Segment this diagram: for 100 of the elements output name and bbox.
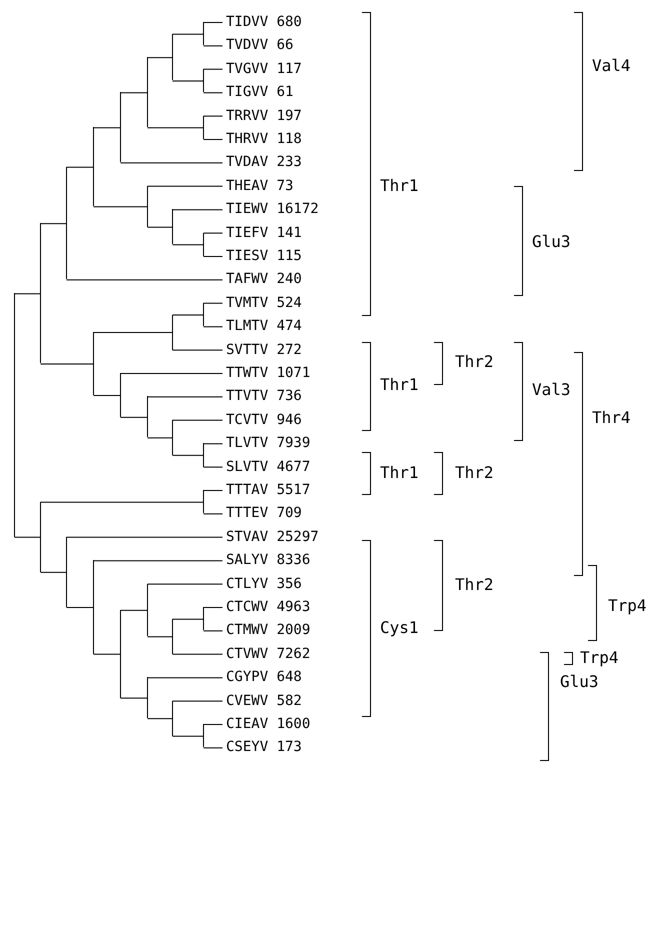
sequence-label: CGYPV 648 (226, 667, 302, 688)
branch-line (203, 232, 223, 234)
group-label: Thr1 (380, 463, 419, 483)
branch-line (172, 209, 223, 210)
sequence-label: TAFWV 240 (226, 269, 302, 290)
group-label: Val3 (532, 380, 571, 400)
group-label: Glu3 (532, 232, 571, 252)
branch-line (147, 127, 204, 128)
sequence-label: CTMWV 2009 (226, 620, 310, 640)
branch-line (203, 724, 223, 725)
branch-line (120, 610, 148, 611)
branch-line (203, 92, 223, 94)
branch-line (203, 747, 223, 748)
branch-line (172, 34, 204, 35)
sequence-label: SVTTV 272 (226, 340, 302, 360)
sequence-label: TTTAV 5517 (226, 480, 310, 500)
branch-line (40, 572, 67, 573)
branch-line (147, 226, 173, 228)
branch-line (172, 350, 223, 351)
branch-line (203, 68, 223, 70)
sequence-label: TVDAV 233 (226, 152, 302, 172)
sequence-label: SALYV 8336 (226, 550, 310, 570)
sequence-label: CSEYV 173 (226, 737, 302, 758)
group-label: Thr2 (455, 463, 494, 483)
branch-line (147, 636, 173, 638)
branch-line (147, 186, 223, 187)
branch-line (172, 80, 204, 82)
branch-line (203, 139, 223, 140)
sequence-label: TLMTV 474 (226, 316, 302, 336)
branch-line (147, 396, 223, 398)
sequence-label: TTWTV 1071 (226, 363, 310, 383)
branch-line (14, 536, 41, 538)
branch-line (203, 22, 223, 23)
group-label: Cys1 (380, 618, 419, 638)
branch-line (203, 302, 223, 304)
sequence-label: TIEFV 141 (226, 222, 302, 243)
branch-line (147, 718, 173, 720)
branch-line (93, 654, 121, 655)
branch-line (147, 584, 223, 585)
branch-line (203, 630, 223, 632)
branch-line (172, 244, 204, 246)
branch-line (120, 373, 223, 374)
branch-line (120, 416, 148, 418)
sequence-label: CTLYV 356 (226, 574, 302, 594)
group-label: Thr1 (380, 176, 419, 196)
sequence-label: TTTEV 709 (226, 503, 302, 524)
branch-line (172, 654, 223, 655)
group-label: Trp4 (580, 648, 619, 668)
branch-line (147, 677, 223, 678)
branch-line (172, 454, 204, 456)
sequence-label: TVDVV 66 (226, 35, 294, 56)
group-label: Thr1 (380, 375, 419, 395)
branch-line (203, 326, 223, 328)
sequence-label: SLVTV 4677 (226, 456, 310, 477)
sequence-label: TIDVV 680 (226, 12, 302, 32)
branch-line (66, 607, 94, 608)
sequence-label: TRRVV 197 (226, 106, 302, 126)
branch-line (93, 394, 121, 396)
branch-line (172, 618, 204, 620)
branch-line (147, 57, 173, 58)
branch-line (172, 736, 204, 737)
branch-line (172, 314, 204, 316)
branch-line (172, 700, 223, 702)
sequence-label: TIESV 115 (226, 246, 302, 266)
sequence-label: CVEWV 582 (226, 690, 302, 711)
sequence-label: CIEAV 1600 (226, 714, 310, 734)
branch-line (66, 279, 223, 280)
sequence-label: STVAV 25297 (226, 526, 319, 547)
branch-line (203, 116, 223, 117)
branch-line (147, 437, 173, 438)
group-label: Trp4 (608, 596, 647, 616)
sequence-label: TVGVV 117 (226, 58, 302, 79)
branch-line (93, 206, 148, 208)
sequence-label: TTVTV 736 (226, 386, 302, 406)
group-label: Thr4 (592, 408, 631, 428)
group-label: Glu3 (560, 672, 599, 692)
branch-line (203, 513, 223, 514)
branch-line (14, 293, 41, 294)
sequence-label: TCVTV 946 (226, 410, 302, 430)
sequence-label: TVMTV 524 (226, 292, 302, 313)
branch-line (66, 536, 223, 538)
sequence-label: TIEWV 16172 (226, 199, 319, 220)
sequence-label: THRVV 118 (226, 129, 302, 149)
branch-line (40, 502, 204, 503)
branch-line (120, 162, 223, 164)
branch-line (203, 256, 223, 257)
branch-line (203, 466, 223, 468)
branch-line (203, 607, 223, 608)
sequence-label: TLVTV 7939 (226, 433, 310, 454)
sequence-label: TIGVV 61 (226, 82, 294, 102)
branch-line (172, 420, 223, 421)
branch-line (120, 698, 148, 699)
branch-line (120, 92, 148, 94)
branch-line (203, 490, 223, 491)
group-label: Thr2 (455, 575, 494, 595)
branch-line (66, 166, 94, 168)
branch-line (203, 45, 223, 46)
branch-line (40, 223, 67, 224)
branch-line (93, 332, 173, 334)
group-label: Val4 (592, 56, 631, 76)
